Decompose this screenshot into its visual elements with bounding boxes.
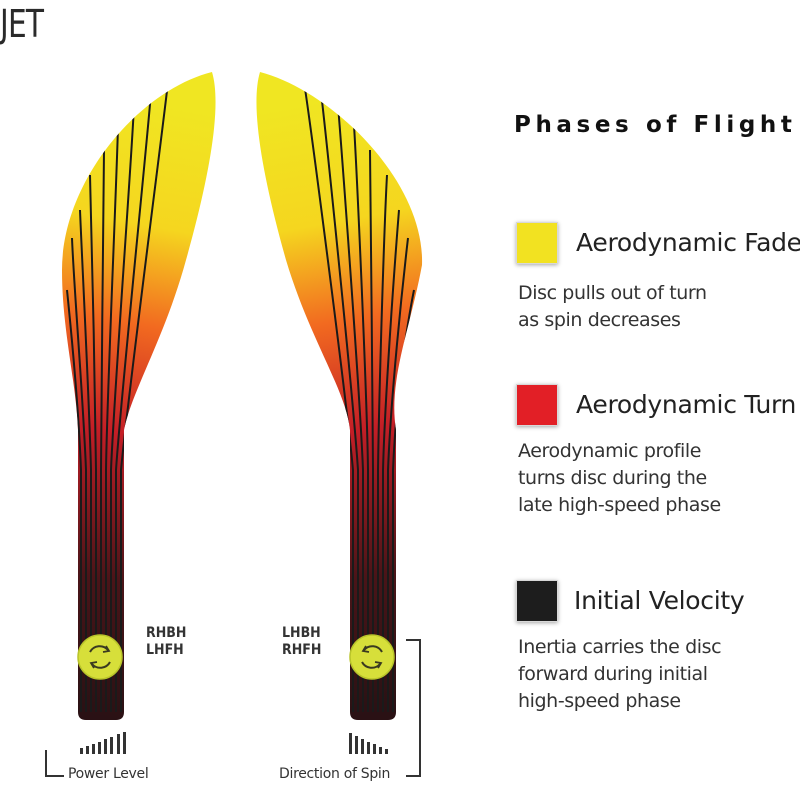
power-level-caption: Power Level — [68, 766, 149, 782]
legend-label-fade: Aerodynamic Fade — [576, 228, 800, 257]
legend-desc-turn: Aerodynamic profile turns disc during th… — [518, 440, 721, 516]
caption-brackets — [45, 639, 421, 777]
label-rhbh: RHBH — [146, 625, 187, 641]
label-rhfh: RHFH — [282, 642, 322, 658]
left-hand-labels: RHBH LHFH — [146, 625, 186, 659]
legend-heading: Phases of Flight — [514, 112, 797, 138]
power-bars-icon — [80, 732, 126, 754]
fade-swatch — [516, 222, 558, 264]
turn-swatch — [516, 384, 558, 426]
rotate-arrows-icon — [89, 645, 111, 669]
velocity-swatch — [516, 580, 558, 622]
right-flight-path — [256, 72, 423, 720]
legend-desc-velocity: Inertia carries the disc forward during … — [518, 636, 722, 712]
legend-label-velocity: Initial Velocity — [574, 586, 745, 615]
legend-label-turn: Aerodynamic Turn — [576, 390, 797, 419]
label-lhbh: LHBH — [282, 625, 321, 641]
label-lhfh: LHFH — [146, 642, 184, 658]
legend-desc-fade: Disc pulls out of turn as spin decreases — [518, 282, 707, 331]
left-flight-path — [62, 72, 216, 720]
right-hand-labels: LHBH RHFH — [282, 625, 321, 659]
direction-of-spin-caption: Direction of Spin — [279, 766, 391, 782]
rotate-arrows-icon — [361, 645, 383, 669]
page-title: JET — [0, 2, 44, 46]
direction-bars-icon — [349, 733, 388, 754]
